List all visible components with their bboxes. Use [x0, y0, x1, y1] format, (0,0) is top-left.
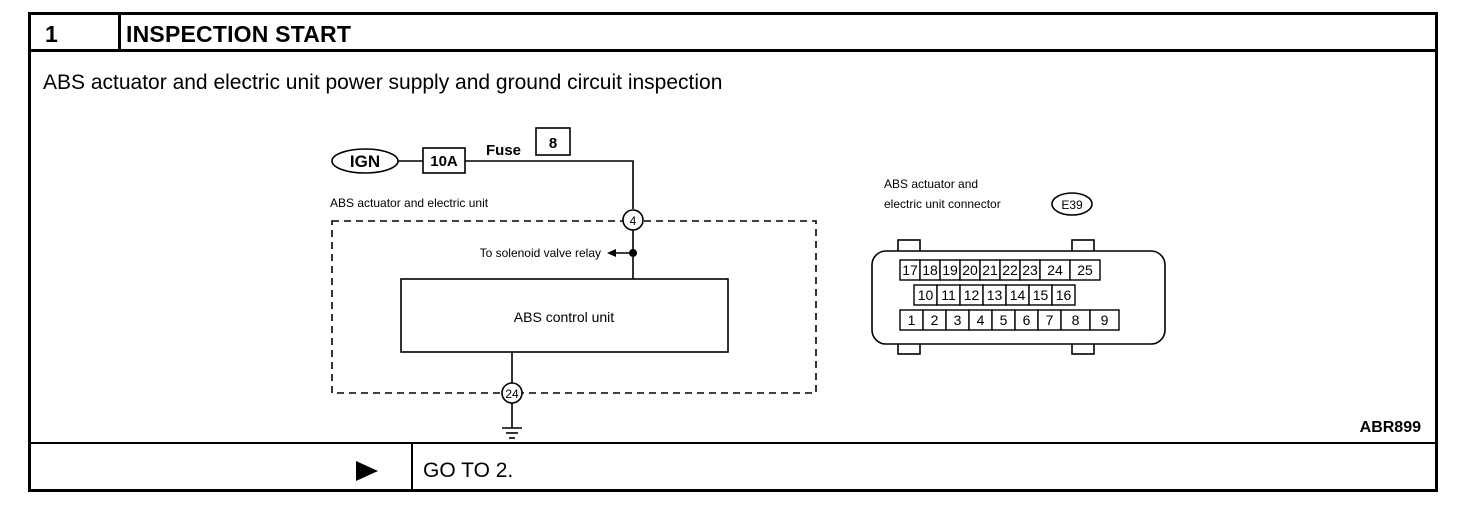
connector-id: E39	[1061, 198, 1083, 212]
connector-pin-label: 25	[1077, 262, 1093, 278]
connector-pin-label: 11	[941, 287, 956, 303]
connector-pin-label: 20	[962, 262, 978, 278]
connector-pins-middle-row: 10 11 12 13 14 15 16	[913, 284, 1076, 306]
connector-pin-label: 12	[964, 287, 980, 303]
connector-pin-label: 15	[1033, 287, 1049, 303]
connector-pin-label: 17	[902, 262, 918, 278]
footer-column-divider	[411, 444, 413, 492]
goto-next-step-link[interactable]: GO TO 2.	[423, 459, 514, 482]
fuse-rating: 10A	[430, 153, 458, 170]
connector-pin-cell	[1089, 309, 1120, 331]
connector-pin-cell	[1069, 259, 1101, 281]
connector-pin-cell	[1051, 284, 1076, 306]
connector-title-line2: electric unit connector	[884, 197, 1001, 211]
unit-enclosure	[331, 220, 817, 394]
connector-pin-label: 10	[918, 287, 934, 303]
step-description: ABS actuator and electric unit power sup…	[43, 71, 723, 94]
connector-pin-label: 24	[1047, 262, 1063, 278]
step-title: INSPECTION START	[126, 21, 352, 47]
connector-pin-label: 23	[1022, 262, 1038, 278]
connector-pin-label: 6	[1023, 312, 1031, 328]
connector-pin-label: 4	[977, 312, 985, 328]
connector-pin-label: 8	[1072, 312, 1080, 328]
ign-label: IGN	[350, 152, 380, 171]
relay-arrow-icon	[607, 249, 616, 257]
connector-pin-label: 3	[954, 312, 962, 328]
connector-pin-label: 7	[1046, 312, 1054, 328]
step-number: 1	[45, 21, 58, 47]
terminal-24-label: 24	[505, 387, 519, 401]
fuse-number: 8	[549, 135, 557, 152]
fuse-number-box	[535, 127, 571, 156]
connector-pin-label: 22	[1002, 262, 1018, 278]
unit-label: ABS actuator and electric unit	[330, 196, 489, 210]
inspection-frame: 1 INSPECTION START ABS actuator and elec…	[28, 12, 1438, 492]
connector-id-oval	[1051, 192, 1093, 216]
connector-title-line1: ABS actuator and	[884, 177, 978, 191]
connector-pin-label: 13	[987, 287, 1003, 303]
connector-pin-label: 16	[1056, 287, 1072, 303]
connector-pin-label: 18	[922, 262, 938, 278]
control-unit-box	[400, 278, 729, 353]
connector-pin-label: 19	[942, 262, 958, 278]
fuse-label: Fuse	[486, 142, 521, 159]
relay-label: To solenoid valve relay	[480, 246, 601, 260]
connector-pin-label: 1	[908, 312, 916, 328]
next-step-arrow-icon	[356, 461, 378, 481]
connector-pin-label: 5	[1000, 312, 1008, 328]
connector-pin-label: 14	[1010, 287, 1026, 303]
header-divider	[118, 15, 121, 52]
figure-code: ABR899	[1359, 419, 1421, 436]
ground-symbol-icon	[502, 427, 522, 439]
wire-fuse-terminal-4	[465, 160, 634, 209]
connector-pin-label: 9	[1101, 312, 1109, 328]
connector-pin-label: 21	[982, 262, 998, 278]
control-unit-label: ABS control unit	[514, 309, 614, 325]
connector-pin-label: 2	[931, 312, 939, 328]
footer-divider	[31, 442, 1435, 444]
terminal-4-label: 4	[630, 214, 637, 228]
step-header: 1 INSPECTION START	[31, 15, 1435, 52]
